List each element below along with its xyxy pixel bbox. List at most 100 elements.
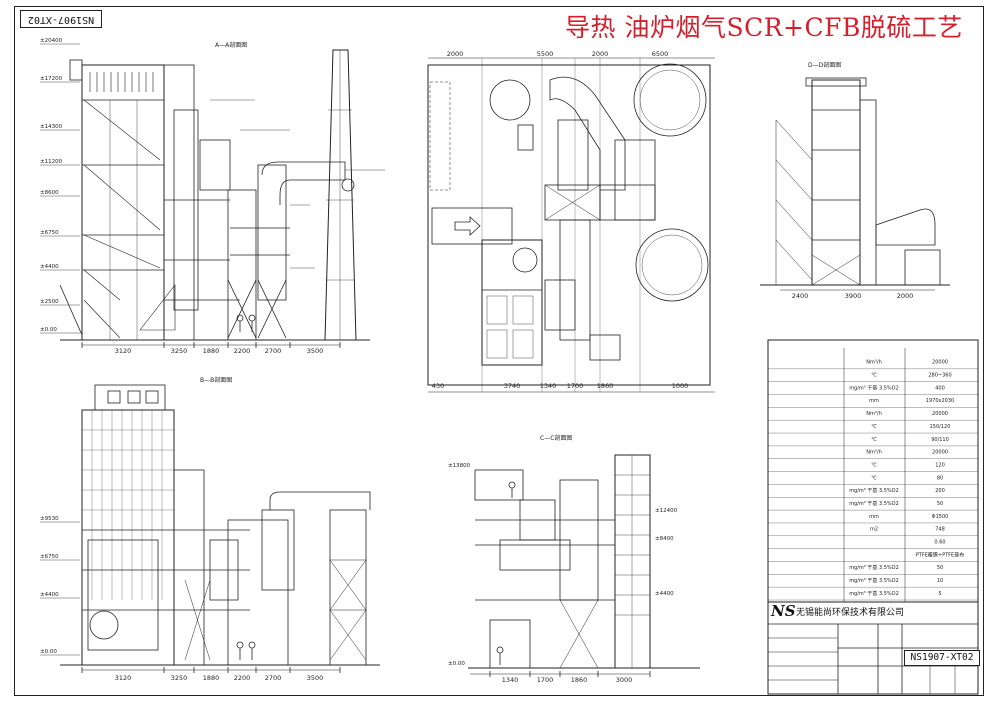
table-value-cell: 10 — [937, 578, 943, 584]
table-unit-cell: ℃ — [871, 424, 877, 430]
company-name: 无锡能尚环保技术有限公司 — [796, 608, 905, 618]
parameter-table — [767, 339, 979, 603]
dimension-label: 3250 — [171, 347, 188, 355]
parameter-table-values: Nm³/h 20000 ℃ 280~360 mg/m³ 干基 3.5%O2 400 mm 19… — [768, 360, 978, 601]
dimension-label: 3000 — [616, 676, 633, 684]
dimension-label: 1860 — [597, 382, 614, 390]
table-value-cell: Φ1500 — [932, 514, 949, 520]
table-value-cell: 80 — [937, 475, 943, 481]
dimension-label: 1700 — [567, 382, 584, 390]
dimension-label: 1340 — [540, 382, 557, 390]
dimension-label: 2000 — [897, 292, 914, 300]
table-value-cell: 20000 — [932, 360, 948, 366]
elevation-label: ±11200 — [40, 159, 63, 165]
table-unit-cell: Nm³/h — [866, 360, 881, 366]
elevation-a-a — [40, 43, 385, 348]
table-unit-cell: ℃ — [871, 475, 877, 481]
elevation-labels-b-b: ±9530 ±6750 ±4400 ±0.00 — [40, 516, 59, 655]
dimension-label: 1880 — [203, 674, 220, 682]
view-label-a: A—A剖面图 — [215, 41, 247, 49]
table-unit-cell: mm — [869, 514, 879, 520]
elevation-label: ±9530 — [40, 516, 59, 522]
table-unit-cell: ℃ — [871, 437, 877, 443]
table-unit-cell: mm — [869, 398, 879, 404]
table-unit-cell: mg/m³ 干基 3.5%O2 — [849, 384, 899, 391]
dimension-label: 2200 — [234, 347, 251, 355]
title-block-drawing-number: NS1907-XT02 — [904, 650, 980, 666]
dimension-labels-plan-bottom: 430 3740 1340 1700 1860 1000 — [432, 382, 688, 390]
dimension-label: 1880 — [203, 347, 220, 355]
dimension-labels-plan-top: 2000 5500 2000 6500 — [447, 50, 669, 58]
elevation-label: ±12400 — [655, 508, 678, 514]
table-value-cell: 200 — [935, 488, 945, 494]
elevation-label: ±2500 — [40, 299, 59, 305]
drawing-frame — [14, 6, 984, 696]
dimension-label: 3500 — [307, 347, 324, 355]
table-unit-cell: ℃ — [871, 373, 877, 379]
elevation-label: ±14300 — [40, 124, 63, 130]
table-value-cell: 20000 — [932, 450, 948, 456]
dimension-label: 3250 — [171, 674, 188, 682]
table-value-cell: PTFE覆膜+PTFE基布 — [916, 551, 964, 558]
table-value-cell: 748 — [935, 527, 945, 533]
table-unit-cell: mg/m³ 干基 3.5%O2 — [849, 487, 899, 494]
elevation-label: ±4400 — [655, 591, 674, 597]
elevation-label: ±17200 — [40, 76, 63, 82]
elevation-label: ±20400 — [40, 38, 63, 44]
dimension-label: 3500 — [307, 674, 324, 682]
elevation-d-d — [760, 77, 950, 291]
view-label-c: C—C剖面图 — [540, 434, 572, 442]
elevation-label: ±4400 — [40, 592, 59, 598]
table-unit-cell: Nm³/h — [866, 450, 881, 456]
elevation-label: ±0.00 — [40, 649, 57, 655]
dimension-label: 2700 — [265, 347, 282, 355]
dimension-labels-a-a: 3120 3250 1880 2200 2700 3500 — [115, 347, 324, 355]
table-unit-cell: mg/m³ 干基 3.5%O2 — [849, 500, 899, 507]
table-value-cell: 90/110 — [931, 437, 949, 443]
dimension-label: 2000 — [592, 50, 609, 58]
drawing-title: 导热 油炉烟气SCR+CFB脱硫工艺 — [565, 13, 963, 42]
table-value-cell: 0.60 — [934, 539, 945, 545]
dimension-label: 3740 — [504, 382, 521, 390]
elevation-label: ±13800 — [448, 463, 471, 469]
dimension-label: 3120 — [115, 674, 132, 682]
company-logo-icon: NS — [771, 602, 796, 620]
elevation-labels-a-a: ±20400 ±17200 ±14300 ±11200 ±8600 ±6750 ±4400 ±… — [40, 38, 63, 333]
elevation-label: ±4400 — [40, 264, 59, 270]
table-value-cell: 20000 — [932, 411, 948, 417]
dimension-label: 1000 — [672, 382, 689, 390]
table-value-cell: 5 — [938, 591, 941, 597]
dimension-label: 2000 — [447, 50, 464, 58]
table-unit-cell: Nm³/h — [866, 411, 881, 417]
dimension-label: 2700 — [265, 674, 282, 682]
table-unit-cell: mg/m³ 干基 3.5%O2 — [849, 577, 899, 584]
elevation-label: ±6750 — [40, 554, 59, 560]
table-value-cell: 50 — [937, 565, 943, 571]
plan-view — [427, 57, 715, 393]
table-value-cell: 150/120 — [930, 424, 951, 430]
elevation-labels-c-c: ±13800±12400±8400±4400±0.00 — [448, 463, 678, 667]
dimension-label: 1700 — [537, 676, 554, 684]
elevation-label: ±6750 — [40, 230, 59, 236]
dimension-label: 5500 — [537, 50, 554, 58]
elevation-c-c — [468, 454, 700, 677]
view-label-d: D—D剖面图 — [808, 61, 841, 69]
table-unit-cell: ℃ — [871, 462, 877, 468]
table-unit-cell: mg/m³ 干基 3.5%O2 — [849, 590, 899, 597]
elevation-b-b — [40, 384, 380, 673]
table-value-cell: 280~360 — [928, 373, 951, 379]
table-value-cell: 50 — [937, 501, 943, 507]
table-value-cell: 1970x2030 — [926, 398, 954, 404]
elevation-label: ±8600 — [40, 190, 59, 196]
elevation-label: ±0.00 — [40, 327, 57, 333]
dimension-label: 6500 — [652, 50, 669, 58]
dimension-label: 430 — [432, 382, 444, 390]
title-block — [767, 601, 979, 695]
table-value-cell: 400 — [935, 385, 945, 391]
elevation-label: ±0.00 — [448, 661, 465, 667]
dimension-label: 3120 — [115, 347, 132, 355]
dimension-label: 2400 — [792, 292, 809, 300]
